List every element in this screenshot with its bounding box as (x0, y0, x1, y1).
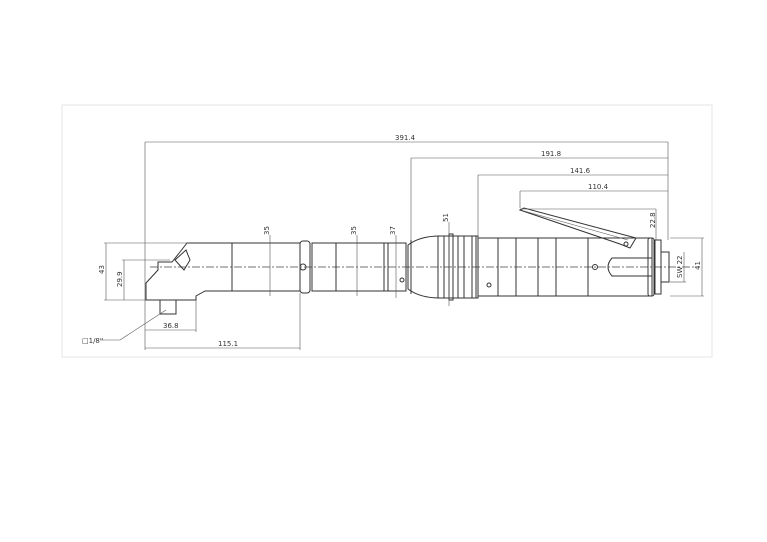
dim-tube-1: 35 (263, 226, 271, 235)
dim-head-width: 36.8 (163, 322, 179, 330)
dim-head-to-joint: 115.1 (218, 340, 238, 348)
dim-head-offset: 29.9 (116, 271, 124, 287)
dim-lever: 110.4 (588, 183, 609, 191)
dim-square-drive: □1/8'' (82, 337, 104, 345)
dim-rear-section: 191.8 (541, 150, 561, 158)
dim-overall-length: 391.4 (395, 134, 416, 142)
dim-lever-height: 22.8 (649, 212, 657, 228)
dim-handle: 141.6 (570, 167, 591, 175)
dim-head-height: 43 (98, 265, 106, 274)
dimension-lines (100, 141, 704, 350)
drawing-frame (61, 104, 713, 358)
dim-collar: 51 (442, 213, 450, 222)
dim-wrench-flat: SW 22 (676, 256, 684, 279)
tool-outline (145, 207, 670, 315)
dim-ring: 37 (389, 226, 397, 235)
dim-tube-2: 35 (350, 226, 358, 235)
dimension-labels: 391.4 191.8 141.6 110.4 115.1 36.8 □1/8'… (82, 134, 702, 348)
dim-rear-diameter: 41 (694, 261, 702, 270)
